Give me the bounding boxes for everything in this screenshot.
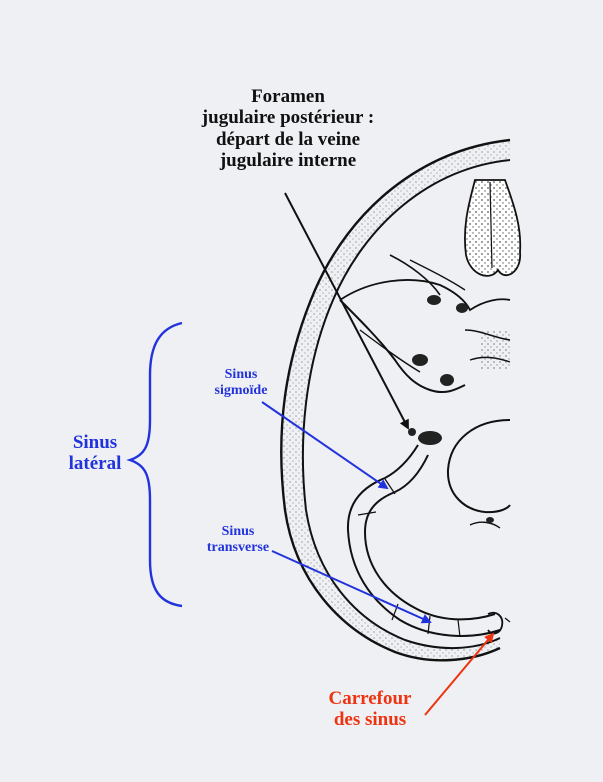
sinus-transverse-line: transverse <box>206 539 270 555</box>
sinus-transverse-label: Sinus transverse <box>193 524 283 555</box>
carrefour-arrow <box>424 632 495 716</box>
sinus-sigmoide-line: Sinus <box>224 367 258 382</box>
foramen-label-line: Foramen <box>251 86 325 107</box>
foramen-magnum <box>446 419 511 514</box>
diploe-band <box>281 140 510 661</box>
sinus-lateral-line: Sinus <box>72 432 118 453</box>
transverse-arrow <box>271 550 432 624</box>
lateral-sinus-outer <box>346 444 501 637</box>
carrefour-line: Carrefour <box>328 688 412 709</box>
lateral-sinus-inner <box>363 454 496 621</box>
carrefour-line: des sinus <box>333 709 407 731</box>
sphenoid-ridge <box>339 279 511 312</box>
skull-inner-outline <box>301 159 511 649</box>
foramen-label-line: jugulaire postérieur : <box>201 107 375 129</box>
lateral-brace <box>126 321 183 608</box>
sinus-lateral-label: Sinus latéral <box>55 432 135 475</box>
foramen-arrow <box>284 192 409 430</box>
foramen-label-line: jugulaire interne <box>219 149 357 171</box>
sigmoide-arrow <box>261 401 389 490</box>
petrous-ridge <box>339 299 466 394</box>
sinus-transverse-line: Sinus <box>221 524 255 539</box>
foramen-label-line: départ de la veine <box>215 128 361 150</box>
sinus-sigmoide-label: Sinus sigmoïde <box>196 367 286 398</box>
carrefour-label: Carrefour des sinus <box>300 688 440 731</box>
jugular-foramen <box>418 431 442 445</box>
foramen-label: Foramen jugulaire postérieur : départ de… <box>168 86 408 171</box>
sinus-lateral-line: latéral <box>68 453 122 475</box>
foramen-ovale <box>427 295 441 305</box>
sinus-sigmoide-line: sigmoïde <box>214 382 268 398</box>
